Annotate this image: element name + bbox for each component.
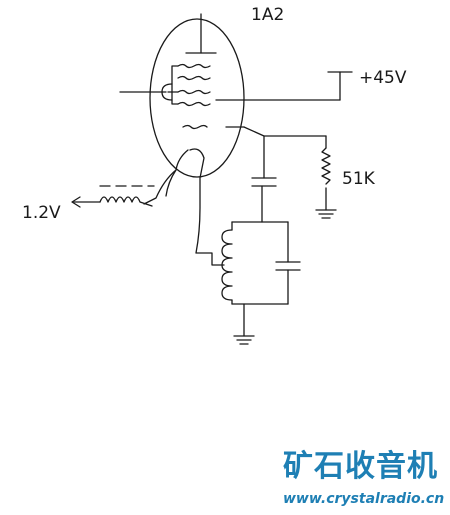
resistor-label: 51K — [342, 169, 375, 189]
output-lead — [225, 126, 327, 179]
filament-choke — [71, 185, 155, 208]
b-plus-lead — [215, 71, 353, 101]
resistor-51k — [315, 147, 337, 219]
tank-circuit — [221, 221, 301, 345]
tube-top-stub — [185, 13, 217, 54]
tube-label: 1A2 — [251, 5, 285, 25]
filament-voltage-label: 1.2V — [22, 203, 61, 223]
tube-grid-elements — [161, 63, 211, 130]
filament-feed — [143, 148, 225, 266]
tube-envelope — [149, 18, 245, 178]
b-plus-label: +45V — [359, 68, 407, 88]
watermark-logo-text: 矿石收音机 — [283, 449, 438, 484]
coupling-capacitor — [251, 177, 277, 223]
watermark-url: www.crystalradio.cn — [283, 491, 445, 507]
